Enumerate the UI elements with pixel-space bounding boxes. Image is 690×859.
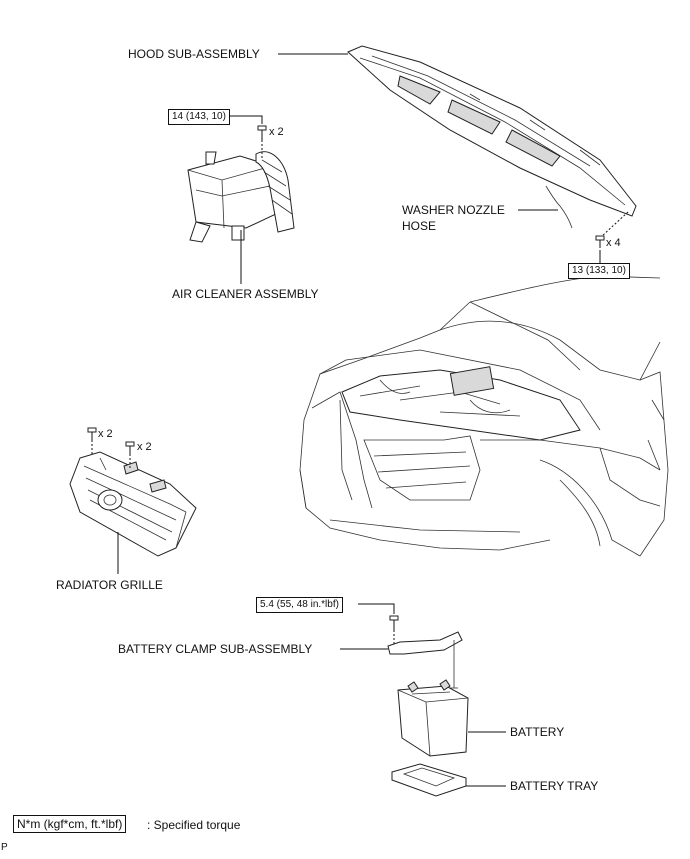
battery-tray-label: BATTERY TRAY — [510, 779, 599, 793]
grille-clip-qty-1: x 2 — [98, 428, 113, 440]
washer-hose-label-line2: HOSE — [402, 219, 437, 233]
air-cleaner-torque-leader — [230, 115, 263, 124]
battery-clamp-torque-leader — [358, 603, 395, 614]
washer-hose-drawing — [545, 185, 573, 229]
battery-clamp-bolt-icon — [389, 615, 399, 630]
hood-bolt-qty: x 4 — [606, 237, 621, 249]
grille-clip-icon-2 — [125, 441, 135, 454]
grille-clip-qty-2: x 2 — [137, 441, 152, 453]
corner-mark: P — [1, 842, 8, 853]
washer-hose-label-line1: WASHER NOZZLE — [402, 203, 505, 217]
radiator-grille-drawing — [69, 451, 197, 557]
hood-label: HOOD SUB-ASSEMBLY — [128, 47, 260, 61]
hood-drawing — [347, 45, 637, 217]
vehicle-drawing — [299, 275, 669, 557]
air-cleaner-bolt-icon — [257, 125, 267, 140]
battery-tray-drawing — [391, 763, 467, 797]
grille-clip-icon-1 — [87, 427, 97, 440]
air-cleaner-bolt-qty: x 2 — [269, 126, 284, 138]
battery-label: BATTERY — [510, 725, 565, 739]
battery-clamp-label: BATTERY CLAMP SUB-ASSEMBLY — [118, 642, 313, 656]
battery-drawing — [397, 679, 469, 757]
air-cleaner-drawing — [187, 151, 295, 243]
air-cleaner-torque-box: 14 (143, 10) — [168, 109, 230, 125]
radiator-grille-label: RADIATOR GRILLE — [56, 578, 163, 592]
legend-text: : Specified torque — [147, 818, 241, 832]
hood-bolt-icon — [595, 235, 605, 248]
battery-clamp-drawing — [387, 631, 463, 689]
hood-torque-box: 13 (133, 10) — [568, 263, 630, 279]
legend-unit-box: N*m (kgf*cm, ft.*lbf) — [13, 815, 127, 833]
air-cleaner-label: AIR CLEANER ASSEMBLY — [172, 287, 319, 301]
battery-clamp-torque-box: 5.4 (55, 48 in.*lbf) — [256, 597, 343, 613]
